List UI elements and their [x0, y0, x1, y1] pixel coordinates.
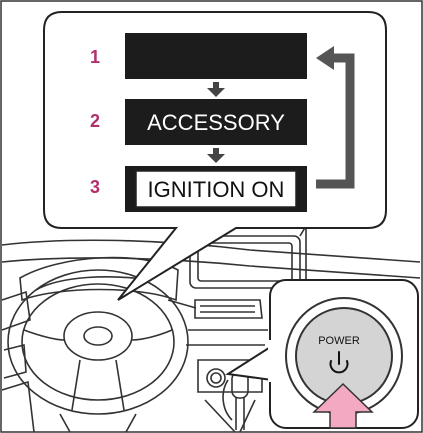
- mode-off-indicator: [125, 33, 307, 79]
- step-number-1: 1: [90, 47, 100, 67]
- mode-accessory-label: ACCESSORY: [147, 110, 285, 135]
- step-number-3: 3: [90, 177, 100, 197]
- mode-ignition-label: IGNITION ON: [148, 177, 285, 202]
- step-number-2: 2: [90, 111, 100, 131]
- power-button-label: POWER: [318, 335, 360, 347]
